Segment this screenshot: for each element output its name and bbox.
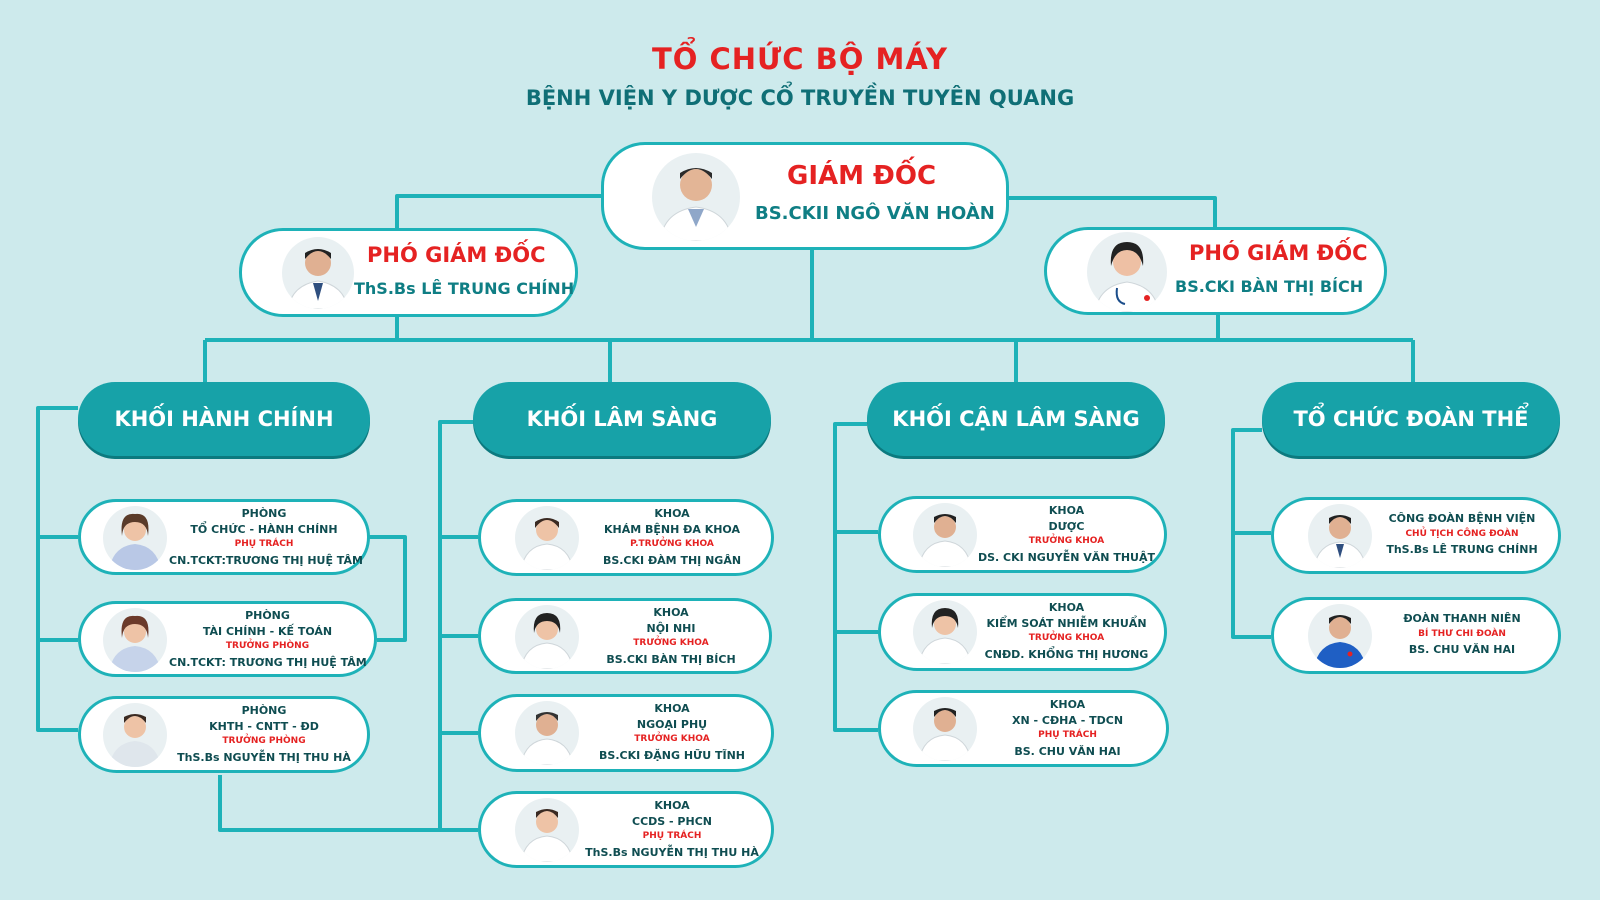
unit-title: TỔ CHỨC - HÀNH CHÍNH [190, 522, 338, 536]
unit-type: KHOA [1048, 601, 1085, 614]
unit-avatar [515, 798, 579, 862]
unit-title: TÀI CHÍNH - KẾ TOÁN [202, 624, 333, 638]
unit-title: KIỂM SOÁT NHIỄM KHUẨN [986, 616, 1147, 630]
unit-type: KHOA [1049, 698, 1086, 711]
unit-avatar [1308, 604, 1372, 668]
unit-avatar [103, 703, 167, 767]
unit-type: KHOA [1048, 504, 1085, 517]
unit-person-name: DS. CKI NGUYỄN VĂN THUẬT [978, 550, 1155, 564]
unit-title: KHÁM BỆNH ĐA KHOA [603, 522, 741, 536]
deputy-left-name: ThS.Bs LÊ TRUNG CHÍNH [354, 279, 575, 298]
unit-card: KHOA DƯỢC TRƯỞNG KHOA DS. CKI NGUYỄN VĂN… [878, 496, 1167, 573]
unit-role: BÍ THƯ CHI ĐOÀN [1418, 628, 1506, 639]
page-subtitle: BỆNH VIỆN Y DƯỢC CỔ TRUYỀN TUYÊN QUANG [525, 86, 1075, 110]
block-header-unions: TỔ CHỨC ĐOÀN THỂ [1262, 382, 1560, 456]
director-node: GIÁM ĐỐC BS.CKII NGÔ VĂN HOÀN [601, 142, 1009, 250]
unit-type: PHÒNG [241, 507, 287, 520]
unit-role: P.TRƯỞNG KHOA [630, 539, 714, 549]
director-avatar [652, 153, 740, 241]
unit-title: NGOẠI PHỤ [636, 717, 708, 731]
unit-avatar [515, 605, 579, 669]
unit-title: CCDS - PHCN [632, 814, 712, 828]
unit-title: NỘI NHI [646, 621, 696, 635]
unit-avatar [103, 608, 167, 672]
unit-role: TRƯỞNG KHOA [633, 638, 709, 648]
unit-type: PHÒNG [241, 704, 287, 717]
unit-role: TRƯỞNG KHOA [1028, 536, 1105, 546]
deputy-director-right-node: PHÓ GIÁM ĐỐC BS.CKI BÀN THỊ BÍCH [1044, 227, 1387, 315]
unit-avatar [913, 600, 977, 664]
deputy-left-avatar [282, 237, 354, 309]
unit-type: PHÒNG [245, 609, 290, 622]
unit-role: TRƯỞNG KHOA [1028, 633, 1105, 643]
unit-person-name: BS.CKI ĐẶNG HỮU TĨNH [599, 748, 745, 762]
unit-avatar [515, 506, 579, 570]
unit-person-name: CN.TCKT: TRƯƠNG THỊ HUỆ TÂM [169, 655, 367, 669]
unit-card: PHÒNG TÀI CHÍNH - KẾ TOÁN TRƯỞNG PHÒNG C… [78, 601, 377, 677]
director-role: GIÁM ĐỐC [787, 161, 937, 191]
deputy-right-name: BS.CKI BÀN THỊ BÍCH [1175, 277, 1364, 296]
deputy-right-role: PHÓ GIÁM ĐỐC [1189, 241, 1368, 265]
unit-title: XN - CĐHA - TDCN [1011, 713, 1124, 727]
unit-person-name: CN.TCKT:TRƯƠNG THỊ HUỆ TÂM [169, 553, 363, 567]
unit-person-name: BS.CKI ĐÀM THỊ NGÂN [602, 553, 742, 567]
unit-person-name: BS.CKI BÀN THỊ BÍCH [606, 652, 736, 666]
unit-card: KHOA NỘI NHI TRƯỞNG KHOA BS.CKI BÀN THỊ … [478, 598, 772, 674]
unit-type: KHOA [654, 702, 690, 715]
unit-card: ĐOÀN THANH NIÊN BÍ THƯ CHI ĐOÀN BS. CHU … [1271, 597, 1561, 674]
unit-avatar [1308, 504, 1372, 568]
unit-person-name: ThS.Bs NGUYỄN THỊ THU HÀ [585, 845, 759, 859]
unit-type: KHOA [654, 799, 690, 812]
unit-role: PHỤ TRÁCH [1038, 730, 1097, 740]
unit-type: KHOA [654, 507, 690, 520]
unit-title: CÔNG ĐOÀN BỆNH VIỆN [1388, 512, 1536, 525]
unit-avatar [515, 701, 579, 765]
block-header-administrative: KHỐI HÀNH CHÍNH [78, 382, 370, 456]
unit-card: CÔNG ĐOÀN BỆNH VIỆN CHỦ TỊCH CÔNG ĐOÀN T… [1271, 497, 1561, 574]
deputy-right-avatar [1087, 232, 1167, 312]
unit-card: KHOA KHÁM BỆNH ĐA KHOA P.TRƯỞNG KHOA BS.… [478, 499, 774, 576]
unit-person-name: CNĐD. KHỔNG THỊ HƯƠNG [984, 647, 1149, 661]
unit-card: KHOA KIỂM SOÁT NHIỄM KHUẨN TRƯỞNG KHOA C… [878, 593, 1167, 671]
unit-role: TRƯỞNG KHOA [634, 734, 710, 744]
director-name: BS.CKII NGÔ VĂN HOÀN [755, 203, 995, 224]
unit-type: KHOA [653, 606, 689, 619]
unit-role: PHỤ TRÁCH [642, 831, 702, 841]
unit-title: DƯỢC [1048, 519, 1085, 533]
deputy-director-left-node: PHÓ GIÁM ĐỐC ThS.Bs LÊ TRUNG CHÍNH [239, 228, 578, 317]
unit-card: KHOA XN - CĐHA - TDCN PHỤ TRÁCH BS. CHU … [878, 690, 1169, 767]
unit-role: CHỦ TỊCH CÔNG ĐOÀN [1405, 528, 1519, 539]
unit-person-name: BS. CHU VĂN HAI [1408, 643, 1516, 656]
unit-avatar [103, 506, 167, 570]
unit-person-name: ThS.Bs LÊ TRUNG CHÍNH [1386, 543, 1538, 556]
unit-card: KHOA NGOẠI PHỤ TRƯỞNG KHOA BS.CKI ĐẶNG H… [478, 694, 774, 772]
unit-card: PHÒNG KHTH - CNTT - ĐD TRƯỞNG PHÒNG ThS.… [78, 696, 370, 773]
unit-role: TRƯỞNG PHÒNG [222, 736, 306, 746]
unit-avatar [913, 697, 977, 761]
unit-card: PHÒNG TỔ CHỨC - HÀNH CHÍNH PHỤ TRÁCH CN.… [78, 499, 370, 575]
unit-role: PHỤ TRÁCH [234, 539, 294, 549]
unit-card: KHOA CCDS - PHCN PHỤ TRÁCH ThS.Bs NGUYỄN… [478, 791, 774, 868]
unit-role: TRƯỞNG PHÒNG [225, 641, 310, 651]
unit-title: ĐOÀN THANH NIÊN [1403, 612, 1521, 625]
block-header-paraclinical: KHỐI CẬN LÂM SÀNG [867, 382, 1165, 456]
unit-person-name: ThS.Bs NGUYỄN THỊ THU HÀ [177, 750, 351, 764]
unit-avatar [913, 503, 977, 567]
block-header-clinical: KHỐI LÂM SÀNG [473, 382, 771, 456]
unit-person-name: BS. CHU VĂN HAI [1014, 744, 1121, 758]
page-title: TỔ CHỨC BỘ MÁY [651, 42, 949, 76]
unit-title: KHTH - CNTT - ĐD [209, 719, 319, 733]
deputy-left-role: PHÓ GIÁM ĐỐC [367, 243, 546, 267]
